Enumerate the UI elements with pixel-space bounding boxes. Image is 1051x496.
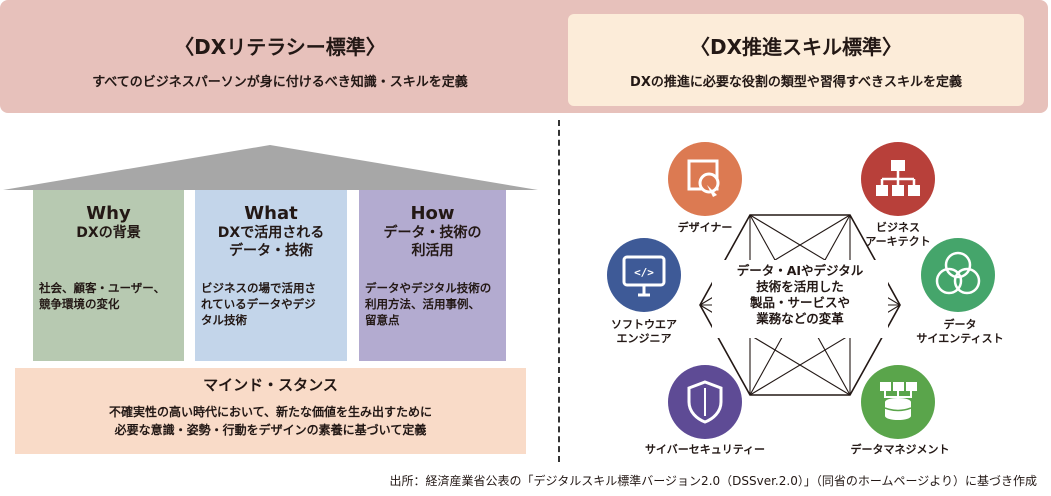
- data-management-icon: [861, 365, 935, 439]
- column-why-sub: DXの背景: [76, 225, 141, 241]
- role-label-business-architect: ビジネス アーキテクト: [848, 221, 948, 249]
- literacy-title: 〈DXリテラシー標準〉: [174, 35, 386, 59]
- center-text-line: データ・AIやデジタル: [736, 263, 864, 278]
- column-what-head: What: [244, 203, 298, 224]
- shield-icon: [668, 365, 742, 439]
- role-label-line: ソフトウエア: [611, 318, 677, 331]
- literacy-subtitle: すべてのビジネスパーソンが身に付けるべき知識・スキルを定義: [92, 75, 468, 90]
- role-label-cyber-security: サイバーセキュリティー: [644, 443, 766, 456]
- roof-shape: [3, 145, 538, 190]
- column-why-body: 社会、顧客・ユーザー、 競争環境の変化: [39, 280, 180, 312]
- role-label-line: ビジネス: [876, 221, 920, 234]
- software-engineer-icon: </>: [607, 238, 681, 312]
- center-text-line: 業務などの変革: [756, 311, 844, 326]
- role-label-line: サイエンティスト: [916, 332, 1004, 345]
- column-how: How データ・技術の 利活用 データやデジタル技術の 利用方法、活用事例、 留…: [359, 190, 506, 361]
- column-how-body-line: データやデジタル技術の: [365, 281, 492, 295]
- column-what-sub: データ・技術: [229, 243, 313, 259]
- role-label-designer: デザイナー: [677, 221, 733, 234]
- mindset-title: マインド・スタンス: [203, 376, 338, 394]
- data-scientist-icon: [921, 238, 995, 312]
- role-label-line: アーキテクト: [865, 235, 931, 248]
- mindset-box: マインド・スタンス 不確実性の高い時代において、新たな価値を生み出すために 必要…: [15, 368, 526, 454]
- mindset-body-line: 不確実性の高い時代において、新たな価値を生み出すために: [108, 405, 433, 419]
- column-how-sub: 利活用: [411, 243, 454, 259]
- column-how-body-line: 利用方法、活用事例、: [365, 297, 480, 311]
- column-what-body: ビジネスの場で活用さ れているデータやデジ タル技術: [201, 280, 343, 328]
- column-what-sub: DXで活用される: [217, 225, 325, 241]
- role-label-software-engineer: ソフトウエア エンジニア: [594, 318, 694, 346]
- column-how-head: How: [410, 203, 455, 224]
- dashed-divider: [558, 120, 560, 462]
- center-text: データ・AIやデジタル 技術を活用した 製品・サービスや 業務などの変革: [715, 263, 885, 327]
- business-architect-icon: [861, 142, 935, 216]
- column-how-sub: データ・技術の: [383, 225, 482, 241]
- mindset-body: 不確実性の高い時代において、新たな価値を生み出すために 必要な意識・姿勢・行動を…: [15, 403, 526, 439]
- source-footnote: 出所：経済産業省公表の「デジタルスキル標準バージョン2.0（DSSver.2.0…: [389, 474, 1037, 488]
- column-what: What DXで活用される データ・技術 ビジネスの場で活用さ れているデータや…: [195, 190, 347, 361]
- column-why-head: Why: [86, 203, 131, 224]
- column-what-body-line: タル技術: [201, 313, 247, 327]
- center-text-line: 製品・サービスや: [749, 295, 850, 310]
- skill-subtitle: DXの推進に必要な役割の類型や習得すべきスキルを定義: [630, 75, 962, 90]
- role-label-line: データ: [943, 318, 977, 331]
- designer-icon: [668, 142, 742, 216]
- skill-box: [568, 14, 1024, 106]
- roof: [3, 145, 538, 190]
- role-label-data-management: データマネジメント: [850, 443, 950, 456]
- hexagon-network: [699, 214, 901, 396]
- column-what-body-line: れているデータやデジ: [201, 297, 316, 311]
- column-why-body-line: 競争環境の変化: [39, 297, 120, 311]
- skill-title: 〈DX推進スキル標準〉: [689, 35, 903, 59]
- svg-text:</>: </>: [634, 266, 654, 279]
- center-text-bg: [712, 260, 888, 338]
- role-label-data-scientist: データ サイエンティスト: [905, 318, 1015, 346]
- mindset-body-line: 必要な意識・姿勢・行動をデザインの素養に基づいて定義: [114, 423, 427, 437]
- role-label-line: エンジニア: [616, 332, 672, 345]
- center-text-line: 技術を活用した: [756, 279, 844, 294]
- column-how-body-line: 留意点: [365, 313, 400, 327]
- column-how-body: データやデジタル技術の 利用方法、活用事例、 留意点: [365, 280, 502, 328]
- column-why: Why DXの背景 社会、顧客・ユーザー、 競争環境の変化: [33, 190, 184, 361]
- column-what-body-line: ビジネスの場で活用さ: [201, 281, 316, 295]
- column-why-body-line: 社会、顧客・ユーザー、: [39, 281, 166, 295]
